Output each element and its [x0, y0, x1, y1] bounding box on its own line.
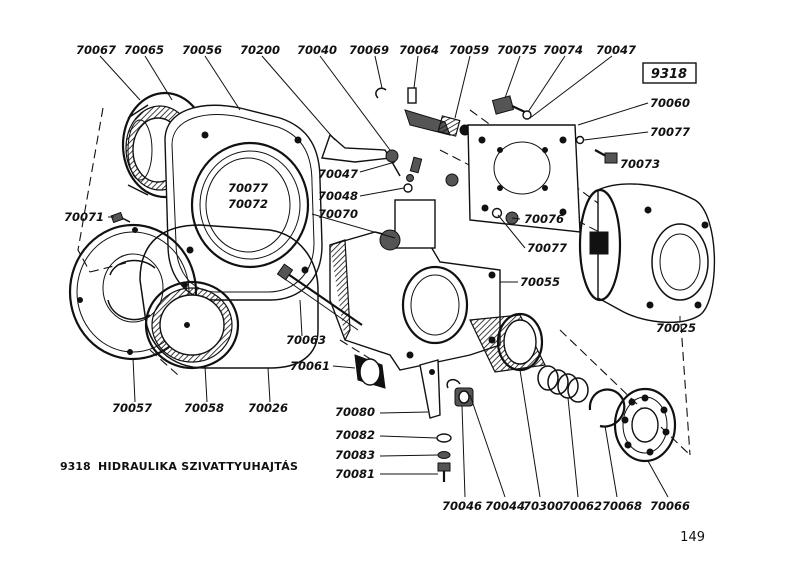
label-70074: 70074: [543, 43, 583, 57]
label-70025: 70025: [656, 321, 696, 335]
label-70072: 70072: [228, 197, 268, 211]
circlip-70068: [588, 388, 626, 428]
label-70075: 70075: [497, 43, 537, 57]
circlip-70069: [375, 87, 387, 99]
main-housing-70055: [329, 199, 501, 371]
label-70077-bottom: 70077: [527, 241, 567, 255]
label-70081: 70081: [335, 467, 375, 481]
ball-bearing-70066: [613, 387, 677, 463]
label-70080: 70080: [335, 405, 375, 419]
bolt-70081: [437, 462, 451, 482]
sleeve-70300: [469, 312, 546, 373]
caption-title: HIDRAULIKA SZIVATTYUHAJTÁS: [98, 460, 298, 473]
label-70071: 70071: [64, 210, 104, 224]
pin-70064: [407, 87, 417, 104]
figure-number: 9318: [651, 67, 687, 82]
label-70067: 70067: [76, 43, 116, 57]
caption-number: 9318: [60, 460, 91, 473]
gasket-70026: [139, 224, 319, 369]
label-70057: 70057: [112, 401, 152, 415]
label-70056: 70056: [182, 43, 222, 57]
seal-ring-70058: [144, 280, 240, 370]
label-70076: 70076: [524, 212, 564, 226]
label-70073: 70073: [620, 157, 660, 171]
label-70060: 70060: [650, 96, 690, 110]
washer-70083: [437, 451, 451, 459]
banjo-bolt-70075: [491, 95, 532, 120]
washer-70082: [436, 433, 452, 443]
shaft-70059: [404, 109, 471, 137]
label-70064: 70064: [399, 43, 439, 57]
part-labels: 70067 70065 70056 70200 70040 70069 7006…: [64, 43, 696, 513]
label-70200: 70200: [240, 43, 280, 57]
bracket-70080: [419, 359, 441, 419]
label-70070: 70070: [318, 207, 358, 221]
page-number: 149: [680, 530, 705, 545]
label-70082: 70082: [335, 428, 375, 442]
label-70059: 70059: [449, 43, 489, 57]
bushing-70061: [354, 354, 386, 389]
label-70046: 70046: [442, 499, 482, 513]
label-70077-right: 70077: [650, 125, 690, 139]
label-70026: 70026: [248, 401, 288, 415]
long-bolt-70063: [276, 263, 363, 331]
label-70055: 70055: [520, 275, 560, 289]
spring-70062: [537, 365, 589, 403]
pump-body-70025: [578, 183, 716, 324]
label-70058: 70058: [184, 401, 224, 415]
label-70040: 70040: [297, 43, 337, 57]
fitting-70046: [446, 378, 474, 407]
figure-number-box: 9318: [642, 62, 697, 84]
label-70047-mid: 70047: [318, 167, 358, 181]
label-70083: 70083: [335, 448, 375, 462]
label-70044: 70044: [485, 499, 525, 513]
label-70063: 70063: [286, 333, 326, 347]
label-70066: 70066: [650, 499, 690, 513]
label-70048: 70048: [318, 189, 358, 203]
label-70047-top: 70047: [596, 43, 636, 57]
label-70300: 70300: [523, 499, 563, 513]
bolt-70073: [575, 135, 618, 164]
label-70061: 70061: [290, 359, 330, 373]
leader-lines: [99, 55, 681, 498]
label-70068: 70068: [602, 499, 642, 513]
bolt-70071: [110, 211, 131, 224]
screw-70047: [403, 156, 423, 193]
label-70077-cover: 70077: [228, 181, 268, 195]
figure-caption: 9318 HIDRAULIKA SZIVATTYUHAJTÁS: [60, 460, 298, 473]
label-70062: 70062: [562, 499, 602, 513]
label-70069: 70069: [349, 43, 389, 57]
label-70065: 70065: [124, 43, 164, 57]
